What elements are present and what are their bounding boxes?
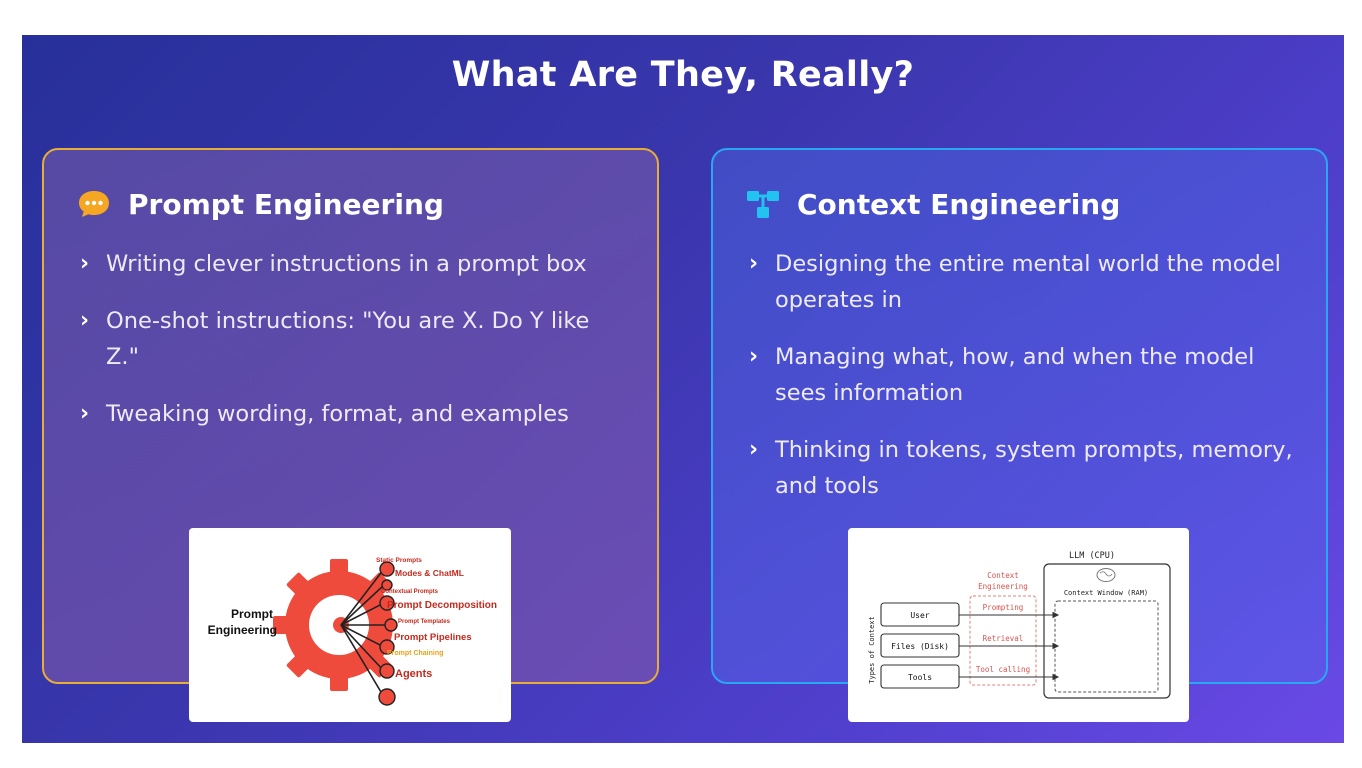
prompt-engineering-heading: Prompt Engineering <box>76 186 444 222</box>
types-of-context-label: Types of Context <box>868 616 876 683</box>
slide: What Are They, Really? Prompt Engineerin… <box>22 35 1344 743</box>
brain-icon <box>1096 568 1116 582</box>
list-item: ›One-shot instructions: "You are X. Do Y… <box>80 303 620 375</box>
diagram-center-label: Engineering <box>208 623 277 637</box>
diagram-item: Prompt Templates <box>398 619 451 625</box>
llm-label: LLM (CPU) <box>1069 551 1115 561</box>
card-title: Prompt Engineering <box>128 187 444 221</box>
diagram-item: Prompt Decomposition <box>387 600 497 611</box>
speech-bubble-icon <box>76 186 112 222</box>
diagram-item: Static Prompts <box>376 557 422 564</box>
chevron-right-icon: › <box>80 251 90 276</box>
hierarchy-icon <box>745 186 781 222</box>
prompt-engineering-card: Prompt Engineering ›Writing clever instr… <box>42 148 659 684</box>
source-label: Files (Disk) <box>891 642 949 651</box>
method-label: Prompting <box>983 603 1024 612</box>
list-item: ›Writing clever instructions in a prompt… <box>80 246 620 282</box>
diagram-item: Prompt Pipelines <box>394 632 472 643</box>
bullet-list: ›Designing the entire mental world the m… <box>749 246 1309 525</box>
source-label: Tools <box>908 673 932 682</box>
context-window-box <box>1054 600 1159 693</box>
context-window-label: Context Window (RAM) <box>1064 589 1148 597</box>
context-engineering-box <box>969 595 1037 686</box>
method-label: Retrieval <box>983 634 1024 643</box>
list-item: ›Tweaking wording, format, and examples <box>80 396 620 432</box>
list-item: ›Managing what, how, and when the model … <box>749 339 1309 411</box>
context-engineering-label: Engineering <box>978 582 1028 591</box>
chevron-right-icon: › <box>749 251 759 276</box>
slide-title: What Are They, Really? <box>451 55 915 95</box>
chevron-right-icon: › <box>749 344 759 369</box>
diagram-item: Prompt Chaining <box>387 650 443 657</box>
chevron-right-icon: › <box>80 401 90 426</box>
chevron-right-icon: › <box>749 437 759 462</box>
card-title: Context Engineering <box>797 187 1121 221</box>
diagram-item: Contextual Prompts <box>381 589 439 595</box>
diagram-item: Agents <box>395 668 432 680</box>
method-label: Tool calling <box>976 665 1030 674</box>
list-item: ›Designing the entire mental world the m… <box>749 246 1309 318</box>
llm-box <box>1043 563 1171 699</box>
source-label: User <box>910 611 929 620</box>
list-item: ›Thinking in tokens, system prompts, mem… <box>749 432 1309 504</box>
gear-icon <box>273 559 398 706</box>
context-engineering-heading: Context Engineering <box>745 186 1120 222</box>
diagram-center-label: Prompt <box>231 607 273 621</box>
diagram-item: Modes & ChatML <box>395 568 464 578</box>
chevron-right-icon: › <box>80 308 90 333</box>
context-engineering-diagram: LLM (CPU) Context Window (RAM) Context E… <box>848 528 1189 722</box>
bullet-list: ›Writing clever instructions in a prompt… <box>80 246 620 453</box>
prompt-engineering-diagram: Prompt Engineering Static Prompts Modes … <box>189 528 511 722</box>
context-engineering-label: Context <box>987 571 1019 580</box>
